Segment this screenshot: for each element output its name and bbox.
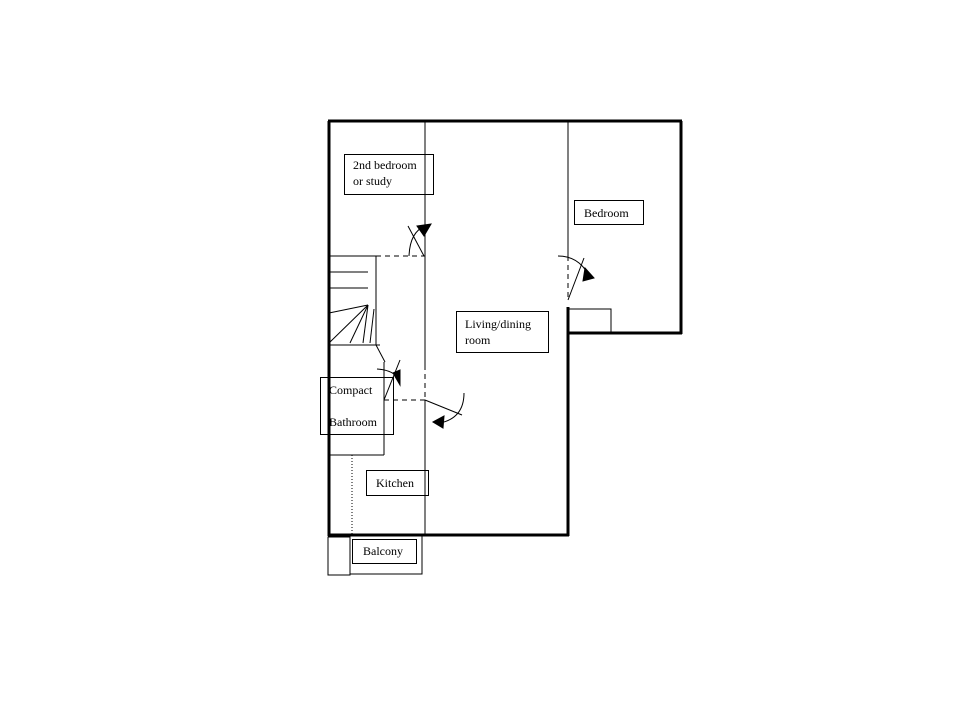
interior-walls (424, 121, 612, 535)
label-bathroom: Compact Bathroom (320, 377, 394, 435)
label-kitchen: Kitchen (366, 470, 429, 496)
doors (376, 223, 595, 429)
label-balcony: Balcony (352, 539, 417, 564)
balcony-outline (327, 535, 423, 576)
label-bedroom: Bedroom (574, 200, 644, 225)
label-living-dining: Living/dining room (456, 311, 549, 353)
label-2nd-bedroom: 2nd bedroom or study (344, 154, 434, 195)
staircase (328, 255, 425, 363)
